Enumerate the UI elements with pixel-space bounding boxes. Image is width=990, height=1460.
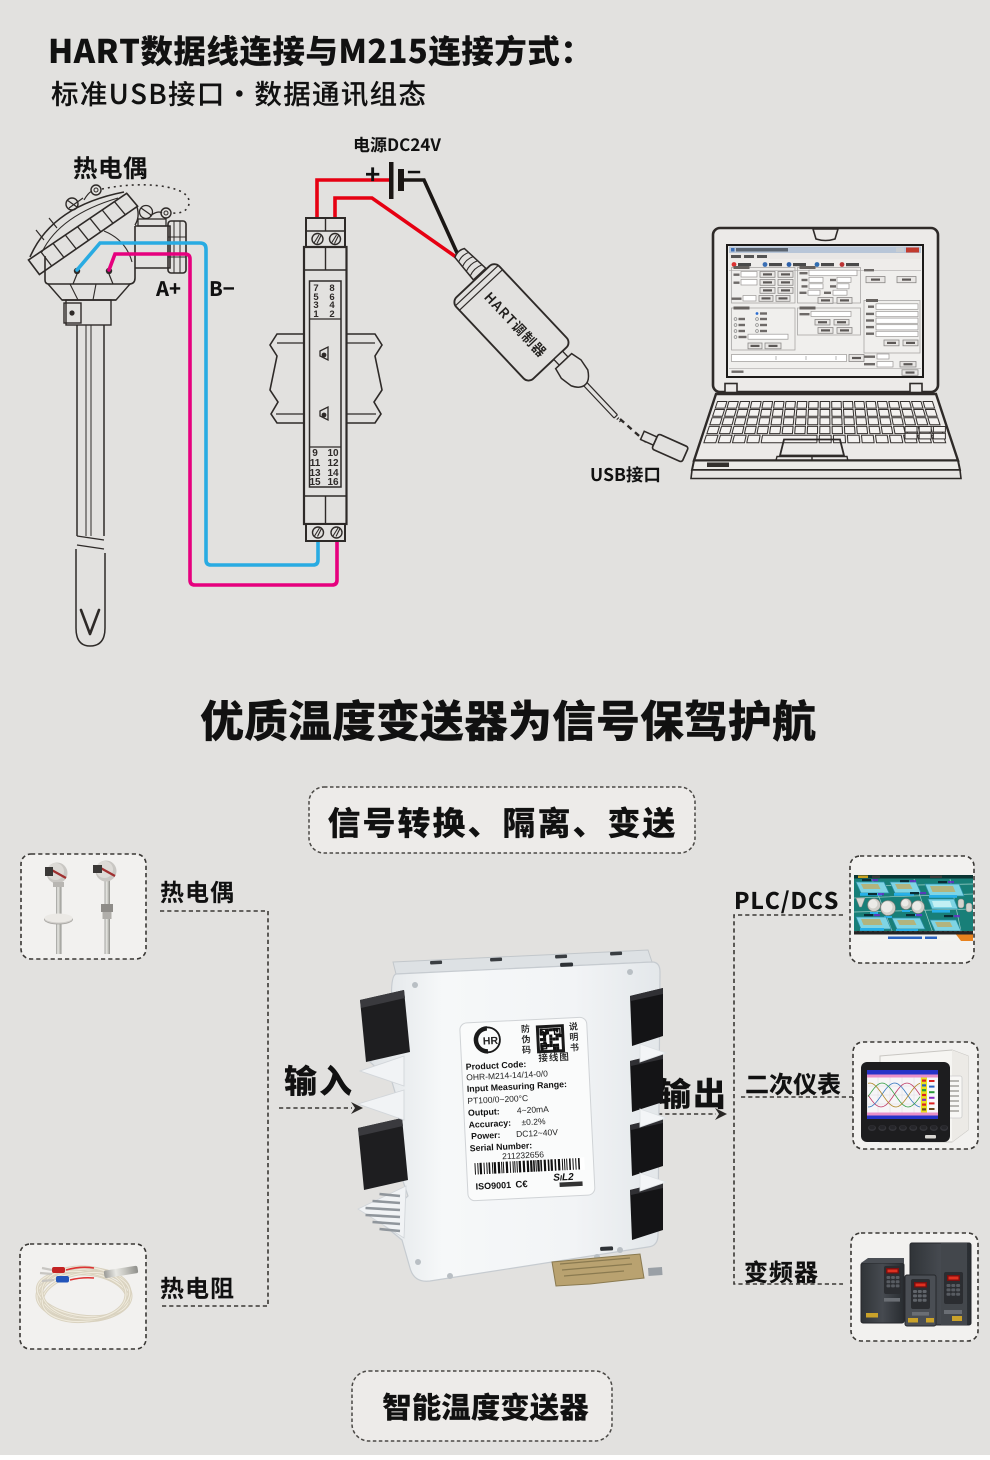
svg-text:C€: C€ <box>515 1179 528 1191</box>
svg-text:7: 7 <box>313 283 318 294</box>
svg-text:15: 15 <box>309 477 321 488</box>
svg-text:DC12~40V: DC12~40V <box>516 1127 559 1139</box>
svg-text:8: 8 <box>329 283 334 294</box>
svg-text:2: 2 <box>329 309 334 320</box>
svg-text:9: 9 <box>312 448 318 459</box>
svg-text:16: 16 <box>327 477 339 488</box>
svg-text:12: 12 <box>327 458 339 469</box>
svg-text:Accuracy:: Accuracy: <box>468 1118 511 1130</box>
svg-text:SIL2: SIL2 <box>553 1172 574 1184</box>
svg-text:ISO9001: ISO9001 <box>475 1180 511 1192</box>
svg-text:Product Code:: Product Code: <box>465 1059 526 1072</box>
svg-text:Power:: Power: <box>471 1130 501 1141</box>
svg-text:6: 6 <box>329 292 334 303</box>
svg-text:Input Measuring Range:: Input Measuring Range: <box>467 1079 568 1094</box>
svg-text:5: 5 <box>313 292 319 303</box>
svg-text:OHR-M214-14/14-0/0: OHR-M214-14/14-0/0 <box>466 1068 548 1082</box>
svg-text:13: 13 <box>309 468 321 479</box>
svg-text:4~20mA: 4~20mA <box>517 1104 550 1116</box>
svg-text:±0.2%: ±0.2% <box>521 1116 546 1127</box>
svg-text:1: 1 <box>313 309 319 320</box>
svg-text:PT100/0~200°C: PT100/0~200°C <box>467 1093 528 1106</box>
svg-text:211232656: 211232656 <box>502 1149 545 1161</box>
svg-text:3: 3 <box>313 300 318 311</box>
svg-text:Serial Number:: Serial Number: <box>469 1140 532 1153</box>
svg-text:14: 14 <box>327 468 339 479</box>
svg-text:11: 11 <box>310 458 321 469</box>
svg-text:HR: HR <box>483 1035 499 1048</box>
svg-text:Output:: Output: <box>468 1106 500 1118</box>
svg-text:10: 10 <box>327 448 339 459</box>
svg-text:4: 4 <box>329 300 335 311</box>
